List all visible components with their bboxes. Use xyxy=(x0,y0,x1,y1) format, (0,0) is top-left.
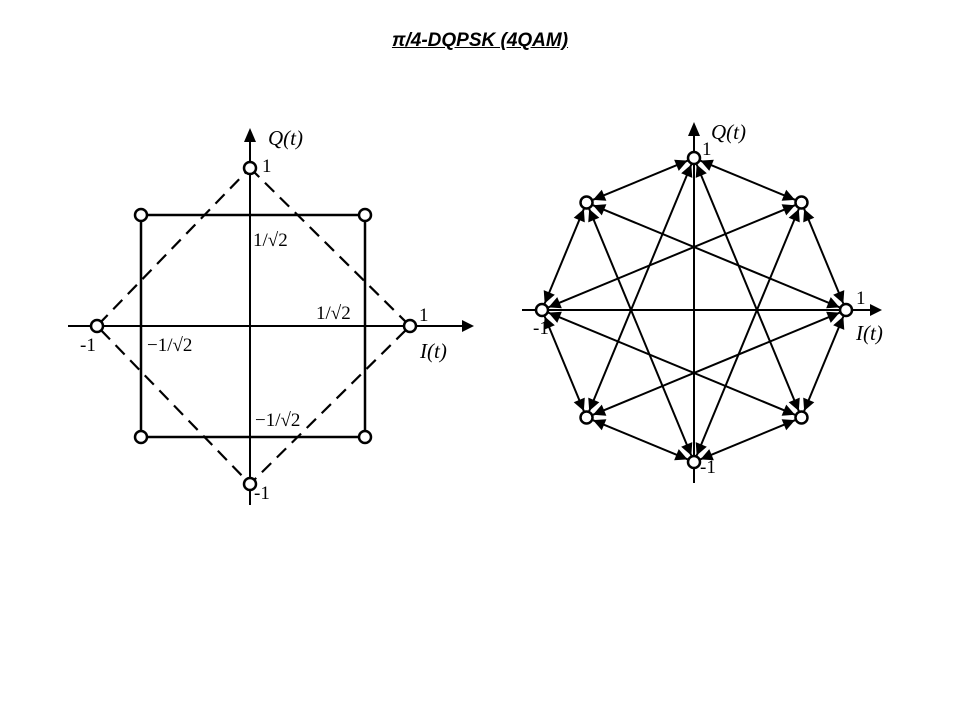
transition-arrow xyxy=(695,208,800,456)
right-constellation: Q(t) I(t) 1 -1 1 -1 xyxy=(522,120,883,483)
left-frac-right: 1/√2 xyxy=(316,303,351,324)
transition-arrow xyxy=(543,316,585,412)
left-point-top-right xyxy=(357,207,373,223)
left-point-left xyxy=(89,318,105,334)
transition-arrow xyxy=(543,208,585,304)
transition-arrow xyxy=(592,311,840,416)
right-q-axis-arrow xyxy=(688,122,700,136)
left-q-axis-label: Q(t) xyxy=(268,126,303,150)
left-frac-bottom: −1/√2 xyxy=(255,410,300,431)
right-q-one-label: 1 xyxy=(702,139,712,160)
right-constellation-point xyxy=(534,302,550,318)
left-frac-top: 1/√2 xyxy=(253,230,288,251)
right-constellation-point xyxy=(579,195,594,210)
transition-arrow xyxy=(592,159,688,201)
transition-arrow xyxy=(803,316,845,412)
left-point-bottom xyxy=(242,476,258,492)
transition-arrow xyxy=(548,204,796,309)
left-i-minus-one-label: -1 xyxy=(80,335,96,356)
page-title: π/4-DQPSK (4QAM) xyxy=(391,30,569,51)
left-point-bottom-right xyxy=(357,429,373,445)
left-q-axis-arrow xyxy=(244,128,256,142)
left-point-bottom-left xyxy=(133,429,149,445)
left-i-axis-arrow xyxy=(462,320,474,332)
left-q-minus-one-label: -1 xyxy=(254,483,270,504)
left-q-one-label: 1 xyxy=(262,156,272,177)
right-constellation-point xyxy=(686,454,702,470)
right-points xyxy=(534,150,854,470)
transition-arrow xyxy=(695,164,800,412)
transition-arrow xyxy=(700,159,796,201)
right-constellation-point xyxy=(794,410,809,425)
right-i-minus-one-label: -1 xyxy=(533,318,549,339)
right-constellation-point xyxy=(794,195,809,210)
left-frac-left: −1/√2 xyxy=(147,335,192,356)
transition-arrow xyxy=(592,204,840,309)
right-i-axis-label: I(t) xyxy=(855,321,883,345)
right-constellation-point xyxy=(838,302,854,318)
transition-arrow xyxy=(700,419,796,461)
transition-arrow xyxy=(803,208,845,304)
left-point-right xyxy=(402,318,418,334)
right-transitions xyxy=(543,159,845,461)
right-constellation-point xyxy=(686,150,702,166)
transition-arrow xyxy=(588,164,693,412)
right-i-one-label: 1 xyxy=(856,288,866,309)
transition-arrow xyxy=(592,419,688,461)
transition-arrow xyxy=(548,311,796,416)
right-i-axis-arrow xyxy=(870,304,882,316)
left-point-top-left xyxy=(133,207,149,223)
left-constellation: Q(t) I(t) 1 -1 1 -1 1/√2 1/√2 −1/√2 −1/√… xyxy=(68,126,474,505)
left-point-top xyxy=(242,160,258,176)
left-i-one-label: 1 xyxy=(419,305,429,326)
transition-arrow xyxy=(588,208,693,456)
left-i-axis-label: I(t) xyxy=(419,339,447,363)
left-square-constellation xyxy=(139,213,367,439)
right-q-minus-one-label: -1 xyxy=(700,457,716,478)
right-constellation-point xyxy=(579,410,594,425)
right-q-axis-label: Q(t) xyxy=(711,120,746,144)
